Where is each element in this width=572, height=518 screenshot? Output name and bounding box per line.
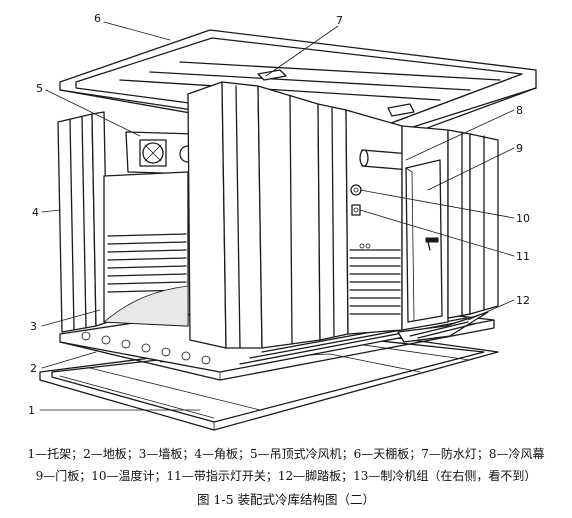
callout-4: 4	[32, 206, 39, 219]
waterproof-lamp	[257, 69, 415, 117]
callout-1: 1	[28, 404, 35, 417]
figure-caption: 图 1-5 装配式冷库结构图（二）	[196, 492, 376, 507]
legend-line-2: 9—门板；10—温度计；11—带指示灯开关；12—脚踏板；13—制冷机组（在右侧…	[35, 469, 537, 483]
floor-holes	[81, 331, 211, 365]
cold-storage-exploded-diagram: 1 2 3 4 5 6 7 8 9 10 11 12	[28, 12, 537, 431]
callout-3: 3	[30, 320, 37, 333]
interior-back-wall	[103, 171, 189, 327]
door-latch	[359, 243, 371, 249]
callout-5: 5	[36, 82, 43, 95]
left-wall-assembly	[57, 111, 109, 333]
kick-plate	[397, 311, 489, 343]
legend-line-1: 1—托架；2—地板；3—墙板；4—角板；5—吊顶式冷风机；6—天棚板；7—防水灯…	[27, 447, 545, 461]
callout-8: 8	[516, 104, 523, 117]
callout-7: 7	[336, 14, 343, 27]
callout-12: 12	[516, 294, 530, 307]
front-wall-panels	[187, 81, 349, 349]
indicator-switch	[351, 204, 361, 216]
callout-11: 11	[516, 250, 530, 263]
thermometer	[350, 184, 362, 196]
callout-leaders	[39, 21, 515, 411]
callout-6: 6	[94, 12, 101, 25]
callout-9: 9	[516, 142, 523, 155]
callout-numbers: 1 2 3 4 5 6 7 8 9 10 11 12	[28, 12, 530, 417]
callout-10: 10	[516, 212, 530, 225]
ceiling-panel	[59, 29, 537, 147]
air-curtain	[359, 149, 411, 171]
door-panel	[405, 159, 443, 323]
interior-right-wall	[345, 109, 403, 335]
callout-2: 2	[30, 362, 37, 375]
